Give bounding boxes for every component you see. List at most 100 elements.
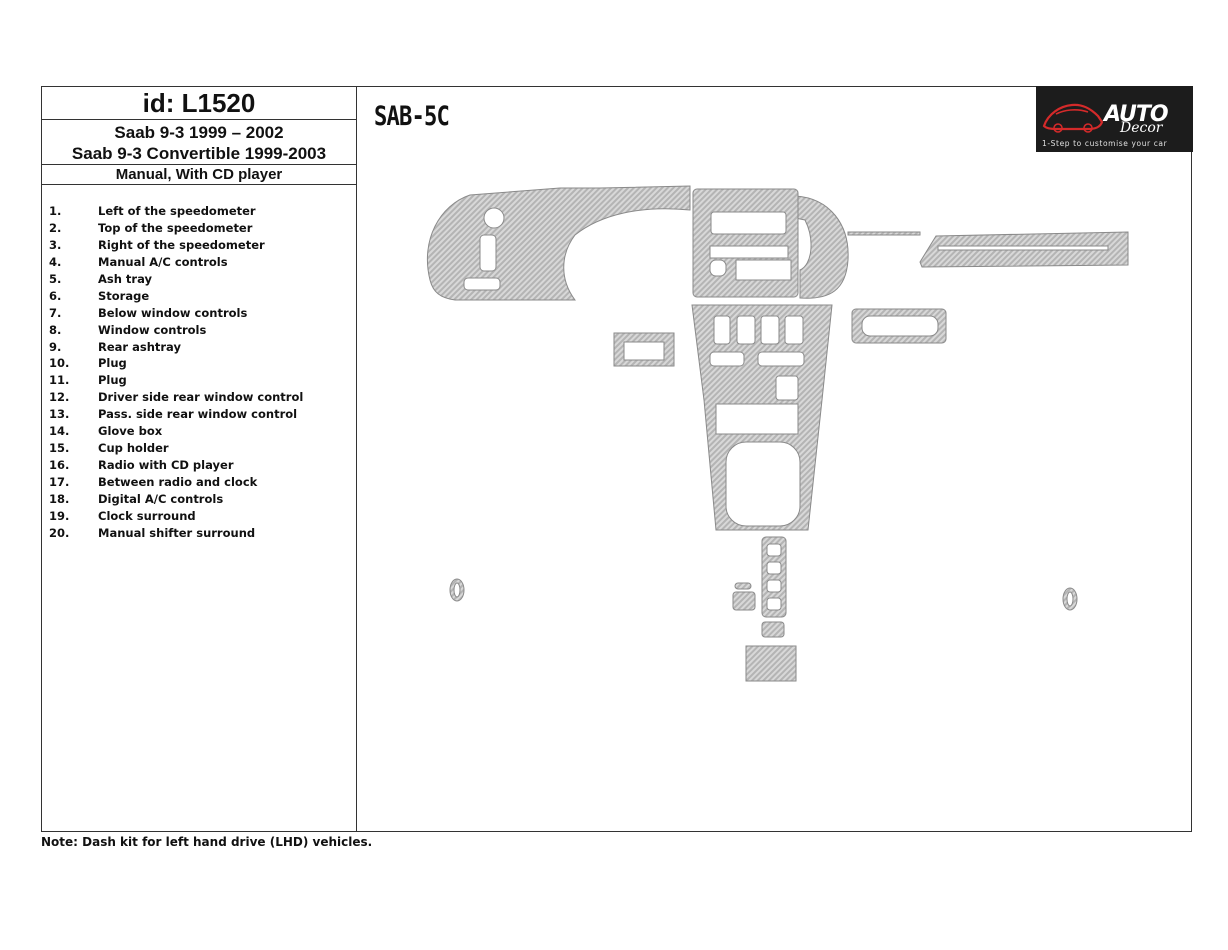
part-number: 6. xyxy=(49,288,62,303)
part-label: Pass. side rear window control xyxy=(98,407,298,422)
part-item: 5. Ash tray xyxy=(49,271,303,288)
part-number: 11. xyxy=(49,373,70,388)
small-plug-top xyxy=(734,582,752,590)
radio-buttons-row xyxy=(709,245,789,259)
console-slot-left xyxy=(709,351,745,367)
part-label: Storage xyxy=(98,288,150,303)
part-label: Right of the speedometer xyxy=(98,237,265,252)
part-item: 18. Digital A/C controls xyxy=(49,491,303,508)
console-switch-2 xyxy=(736,315,756,345)
console-small-box xyxy=(775,375,799,401)
cup-holder-opening xyxy=(725,441,801,527)
part-number: 3. xyxy=(49,237,62,252)
part-item: 19. Clock surround xyxy=(49,508,303,525)
sheet-frame xyxy=(41,86,1192,832)
part-number: 16. xyxy=(49,458,70,473)
part-item: 4. Manual A/C controls xyxy=(49,254,303,271)
part-number: 17. xyxy=(49,475,70,489)
console-switch-1 xyxy=(713,315,731,345)
pass-window-hole xyxy=(1066,591,1074,607)
part-item: 2. Top of the speedometer xyxy=(49,220,303,237)
console-slot-right xyxy=(757,351,805,367)
brand-logo: AUTO Decor 1-Step to customise your car xyxy=(1036,86,1193,152)
driver-window-hole xyxy=(453,582,461,598)
shifter-piece-1 xyxy=(761,536,787,618)
part-number: 5. xyxy=(49,271,62,286)
part-item: 11. Plug xyxy=(49,372,303,389)
part-number: 12. xyxy=(49,390,70,405)
parts-list: 1. Left of the speedometer 2. Top of the sp… xyxy=(49,203,303,542)
logo-tagline: 1-Step to customise your car xyxy=(1042,139,1168,148)
shifter-hole-1 xyxy=(766,543,782,557)
part-label: Manual A/C controls xyxy=(98,254,228,269)
model-line-1: Saab 9-3 1999 – 2002 xyxy=(114,123,284,142)
part-number: 7. xyxy=(49,305,62,320)
part-label: Manual shifter surround xyxy=(98,525,256,540)
part-number: 4. xyxy=(49,254,62,269)
part-label: Cup holder xyxy=(98,441,169,456)
part-number: 10. xyxy=(49,356,70,371)
right-vent-surround-trim xyxy=(794,195,849,299)
part-number: 9. xyxy=(49,339,62,354)
part-number: 20. xyxy=(49,525,70,540)
ac-panel xyxy=(735,259,792,281)
part-number: 8. xyxy=(49,322,62,337)
console-switch-4 xyxy=(784,315,804,345)
part-item: 16.Radio with CD player xyxy=(49,457,303,474)
car-logo-icon xyxy=(1042,103,1104,133)
part-label: Window controls xyxy=(98,322,207,337)
speedometer-slot-bottom xyxy=(463,277,501,291)
part-number: 18. xyxy=(49,491,70,506)
kit-id: id: L1520 xyxy=(41,86,357,120)
part-number: 15. xyxy=(49,441,70,456)
shifter-hole-4 xyxy=(766,597,782,611)
part-label: Top of the speedometer xyxy=(98,220,253,235)
lhd-note: Note: Dash kit for left hand drive (LHD)… xyxy=(41,835,373,849)
top-strip-trim xyxy=(847,231,921,236)
console-switch-3 xyxy=(760,315,780,345)
part-number: 1. xyxy=(49,204,62,218)
logo-script-text: Decor xyxy=(1120,120,1163,136)
part-label: Left of the speedometer xyxy=(98,204,256,218)
ac-knob-left xyxy=(709,259,727,277)
part-item: 20. Manual shifter surround xyxy=(49,525,303,542)
glove-box-slot xyxy=(937,245,1109,251)
small-plug-piece xyxy=(732,591,756,611)
part-item: 10. Plug xyxy=(49,355,303,372)
part-number: 13. xyxy=(49,407,70,422)
speedometer-slot-left xyxy=(479,234,497,272)
console-bar xyxy=(715,403,799,435)
radio-opening xyxy=(710,211,787,235)
part-item: 9. Rear ashtray xyxy=(49,339,303,356)
part-item: 8. Window controls xyxy=(49,322,303,339)
part-label: Rear ashtray xyxy=(98,339,181,354)
part-number: 14. xyxy=(49,424,70,439)
shifter-hole-2 xyxy=(766,561,782,575)
shifter-piece-2 xyxy=(761,621,785,638)
part-item: 6. Storage xyxy=(49,288,303,305)
part-item: 3. Right of the speedometer xyxy=(49,237,303,254)
part-item: 12.Driver side rear window control xyxy=(49,389,303,406)
part-label: Plug xyxy=(98,373,127,388)
model-line-2: Saab 9-3 Convertible 1999-2003 xyxy=(71,144,327,163)
part-label: Glove box xyxy=(98,424,163,439)
part-item: 13. Pass. side rear window control xyxy=(49,406,303,423)
part-label: Plug xyxy=(98,356,127,371)
shifter-surround-trim xyxy=(745,645,797,682)
shifter-hole-3 xyxy=(766,579,782,593)
part-item: 1. Left of the speedometer xyxy=(49,203,303,220)
radio-surround-trim xyxy=(692,188,799,298)
vehicle-models: Saab 9-3 1999 – 2002 Saab 9-3 Convertibl… xyxy=(41,120,357,165)
logo-brand-text: AUTO xyxy=(1104,102,1169,127)
part-item: 17. Between radio and clock xyxy=(49,474,303,491)
part-label: Clock surround xyxy=(98,508,196,523)
part-label: Digital A/C controls xyxy=(98,491,224,506)
part-number: 2. xyxy=(49,220,62,235)
part-item: 14. Glove box xyxy=(49,423,303,440)
part-label: Between radio and clock xyxy=(98,475,258,489)
kit-code: SAB-5C xyxy=(374,101,450,132)
part-label: Ash tray xyxy=(98,271,153,286)
info-panel xyxy=(41,86,357,832)
part-number: 19. xyxy=(49,508,70,523)
